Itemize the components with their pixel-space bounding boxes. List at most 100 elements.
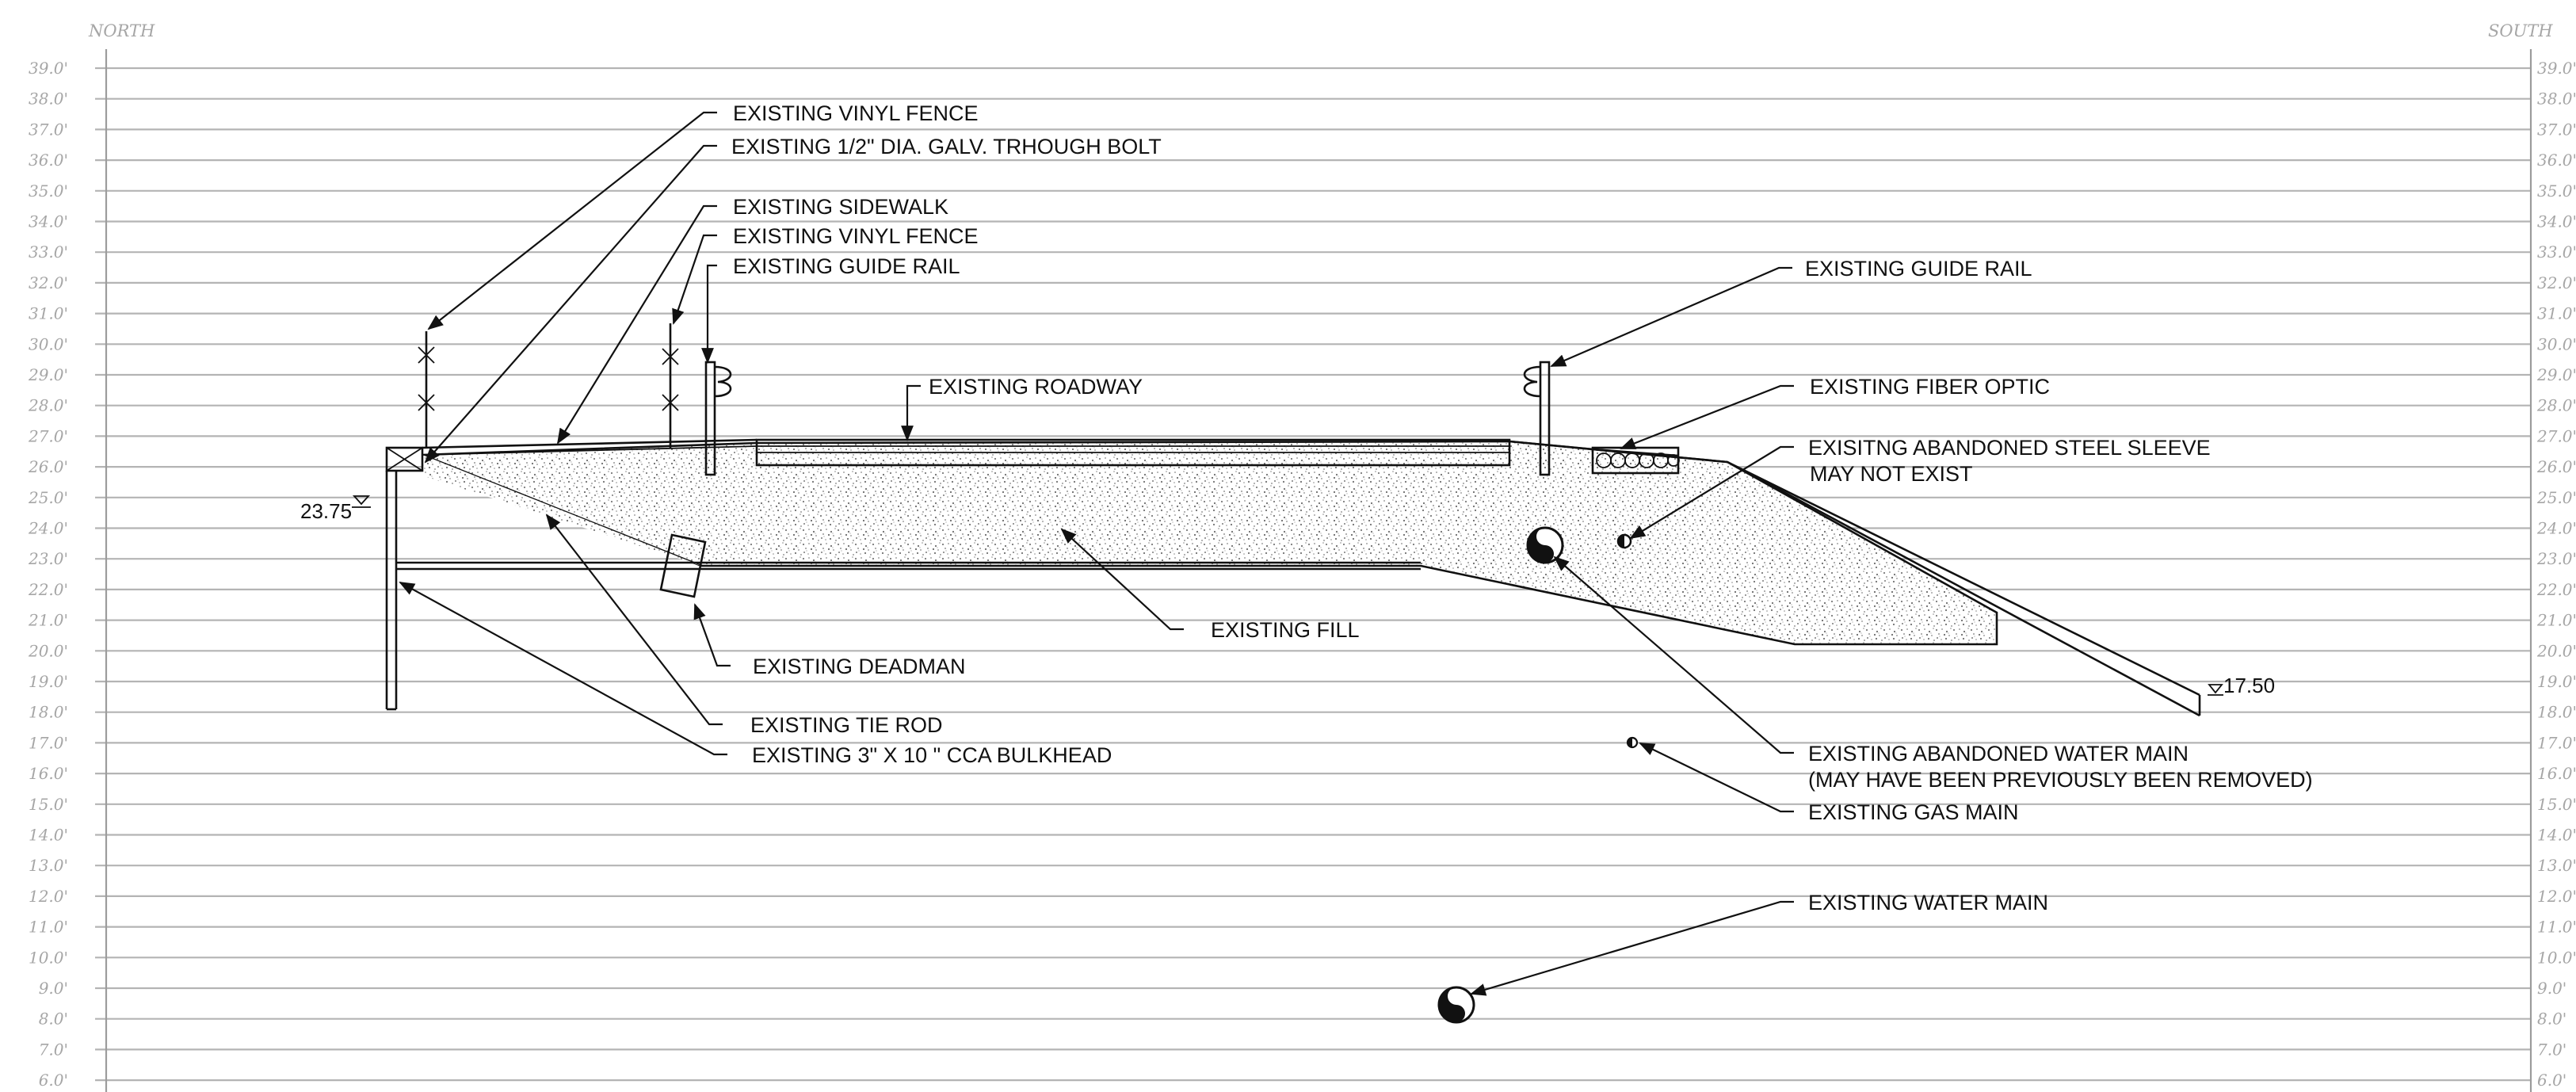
callout-bulkhead: EXISTING 3" X 10 " CCA BULKHEAD — [752, 743, 1112, 767]
callout-labels: EXISTING VINYL FENCE EXISTING 1/2" DIA. … — [731, 101, 2313, 914]
south-slope — [1509, 440, 2201, 717]
elevation-label-right: 38.0' — [2537, 90, 2576, 109]
elevation-label-right: 28.0' — [2536, 396, 2576, 415]
elevation-label-left: 37.0' — [29, 120, 68, 139]
elevation-label-left: 29.0' — [28, 365, 68, 384]
elevation-label-right: 24.0' — [2536, 519, 2576, 538]
south-label: SOUTH — [2488, 21, 2553, 40]
elevation-label-left: 20.0' — [28, 641, 68, 660]
vinyl-fence-second — [662, 323, 679, 448]
elevation-label-left: 6.0' — [39, 1071, 68, 1090]
elevation-labels-left: 39.0'38.0'37.0'36.0'35.0'34.0'33.0'32.0'… — [28, 59, 68, 1090]
elevation-label-right: 27.0' — [2536, 426, 2576, 445]
elevation-label-left: 22.0' — [28, 580, 68, 599]
callout-vinyl-fence-second: EXISTING VINYL FENCE — [733, 224, 979, 248]
elevation-label-left: 28.0' — [28, 396, 68, 415]
elevation-label-right: 33.0' — [2537, 242, 2576, 262]
fill-wedge-bulkhead — [422, 455, 701, 566]
callout-through-bolt: EXISTING 1/2" DIA. GALV. TRHOUGH BOLT — [731, 135, 1162, 158]
callout-gas-main: EXISTING GAS MAIN — [1808, 800, 2019, 824]
elevation-label-left: 10.0' — [29, 948, 68, 967]
elevation-label-left: 18.0' — [29, 703, 68, 722]
elevation-label-right: 21.0' — [2536, 611, 2576, 630]
elevation-label-left: 14.0' — [29, 826, 68, 845]
elevation-label-right: 8.0' — [2537, 1010, 2566, 1029]
elevation-label-left: 13.0' — [29, 856, 68, 875]
callout-vinyl-fence-north: EXISTING VINYL FENCE — [733, 101, 979, 125]
elevation-label-left: 26.0' — [28, 457, 68, 476]
elevation-label-right: 30.0' — [2537, 334, 2576, 353]
south-water-level-value: 17.50 — [2223, 674, 2275, 697]
elevation-label-right: 29.0' — [2536, 365, 2576, 384]
elevation-label-right: 19.0' — [2537, 672, 2576, 691]
callout-abandoned-water-main-note: (MAY HAVE BEEN PREVIOUSLY BEEN REMOVED) — [1808, 768, 2313, 792]
elevation-label-right: 10.0' — [2537, 948, 2576, 967]
elevation-label-right: 14.0' — [2537, 826, 2576, 845]
elevation-label-left: 19.0' — [29, 672, 68, 691]
elevation-label-right: 7.0' — [2537, 1040, 2566, 1059]
elevation-label-right: 36.0' — [2537, 151, 2576, 170]
callout-deadman: EXISTING DEADMAN — [753, 655, 966, 678]
elevation-label-right: 13.0' — [2537, 856, 2576, 875]
elevation-label-right: 12.0' — [2537, 887, 2576, 906]
elevation-label-right: 11.0' — [2537, 918, 2576, 937]
north-water-level-value: 23.75 — [300, 499, 352, 523]
elevation-label-right: 22.0' — [2536, 580, 2576, 599]
elevation-label-left: 9.0' — [39, 979, 68, 998]
elevation-label-right: 16.0' — [2537, 764, 2576, 783]
north-label: NORTH — [88, 21, 155, 40]
elevation-label-left: 33.0' — [29, 242, 68, 262]
callout-sidewalk: EXISTING SIDEWALK — [733, 195, 948, 219]
elevation-label-right: 37.0' — [2537, 120, 2576, 139]
elevation-label-left: 8.0' — [39, 1010, 68, 1029]
callout-abandoned-water-main: EXISTING ABANDONED WATER MAIN — [1808, 742, 2189, 766]
elevation-label-left: 21.0' — [28, 611, 68, 630]
elevation-label-right: 25.0' — [2536, 488, 2576, 507]
deadman — [659, 533, 707, 598]
elevation-label-right: 15.0' — [2537, 795, 2576, 814]
elevation-label-left: 16.0' — [29, 764, 68, 783]
elevation-label-left: 36.0' — [29, 151, 68, 170]
elevation-label-left: 17.0' — [29, 733, 68, 752]
callout-guide-rail-north: EXISTING GUIDE RAIL — [733, 254, 960, 278]
elevation-label-left: 27.0' — [28, 426, 68, 445]
elevation-label-left: 30.0' — [29, 334, 68, 353]
elevation-label-right: 32.0' — [2537, 273, 2576, 292]
elevation-label-left: 38.0' — [29, 90, 68, 109]
guide-rail-south — [1523, 361, 1551, 476]
tie-rod — [396, 561, 1421, 571]
roadway-pavement — [755, 438, 1511, 467]
callout-water-main: EXISTING WATER MAIN — [1808, 891, 2048, 914]
north-water-level-marker: 23.75 — [300, 495, 371, 523]
elevation-label-right: 9.0' — [2537, 979, 2566, 998]
callout-tie-rod: EXISTING TIE ROD — [750, 713, 943, 737]
elevation-label-left: 31.0' — [29, 304, 68, 323]
elevation-label-left: 39.0' — [29, 59, 68, 78]
callout-steel-sleeve: EXISITNG ABANDONED STEEL SLEEVE — [1808, 436, 2211, 460]
callout-fill: EXISTING FILL — [1211, 618, 1360, 642]
elevation-label-right: 31.0' — [2537, 304, 2576, 323]
south-water-level-marker: 17.50 — [2208, 674, 2275, 697]
elevation-label-right: 39.0' — [2537, 59, 2576, 78]
callout-roadway: EXISTING ROADWAY — [929, 375, 1143, 399]
steel-sleeve-icon — [1616, 533, 1632, 549]
elevation-label-right: 20.0' — [2536, 641, 2576, 660]
elevation-label-left: 32.0' — [29, 273, 68, 292]
elevation-label-right: 26.0' — [2536, 457, 2576, 476]
elevation-label-left: 15.0' — [29, 795, 68, 814]
water-main-icon — [1437, 986, 1475, 1024]
elevation-label-right: 23.0' — [2536, 549, 2576, 568]
elevation-label-left: 35.0' — [29, 181, 68, 200]
elevation-label-left: 11.0' — [29, 918, 68, 937]
elevation-label-right: 17.0' — [2537, 733, 2576, 752]
elevation-label-left: 7.0' — [39, 1040, 68, 1059]
callout-steel-sleeve-note: MAY NOT EXIST — [1810, 462, 1973, 486]
bulkhead — [385, 446, 424, 711]
elevation-label-left: 23.0' — [28, 549, 68, 568]
callout-fiber-optic: EXISTING FIBER OPTIC — [1810, 375, 2050, 399]
vinyl-fence-north — [418, 331, 435, 448]
leader-lines — [399, 111, 1794, 996]
elevation-grid — [95, 67, 2531, 1082]
sidewalk — [422, 438, 758, 456]
abandoned-water-main-icon — [1526, 526, 1564, 564]
